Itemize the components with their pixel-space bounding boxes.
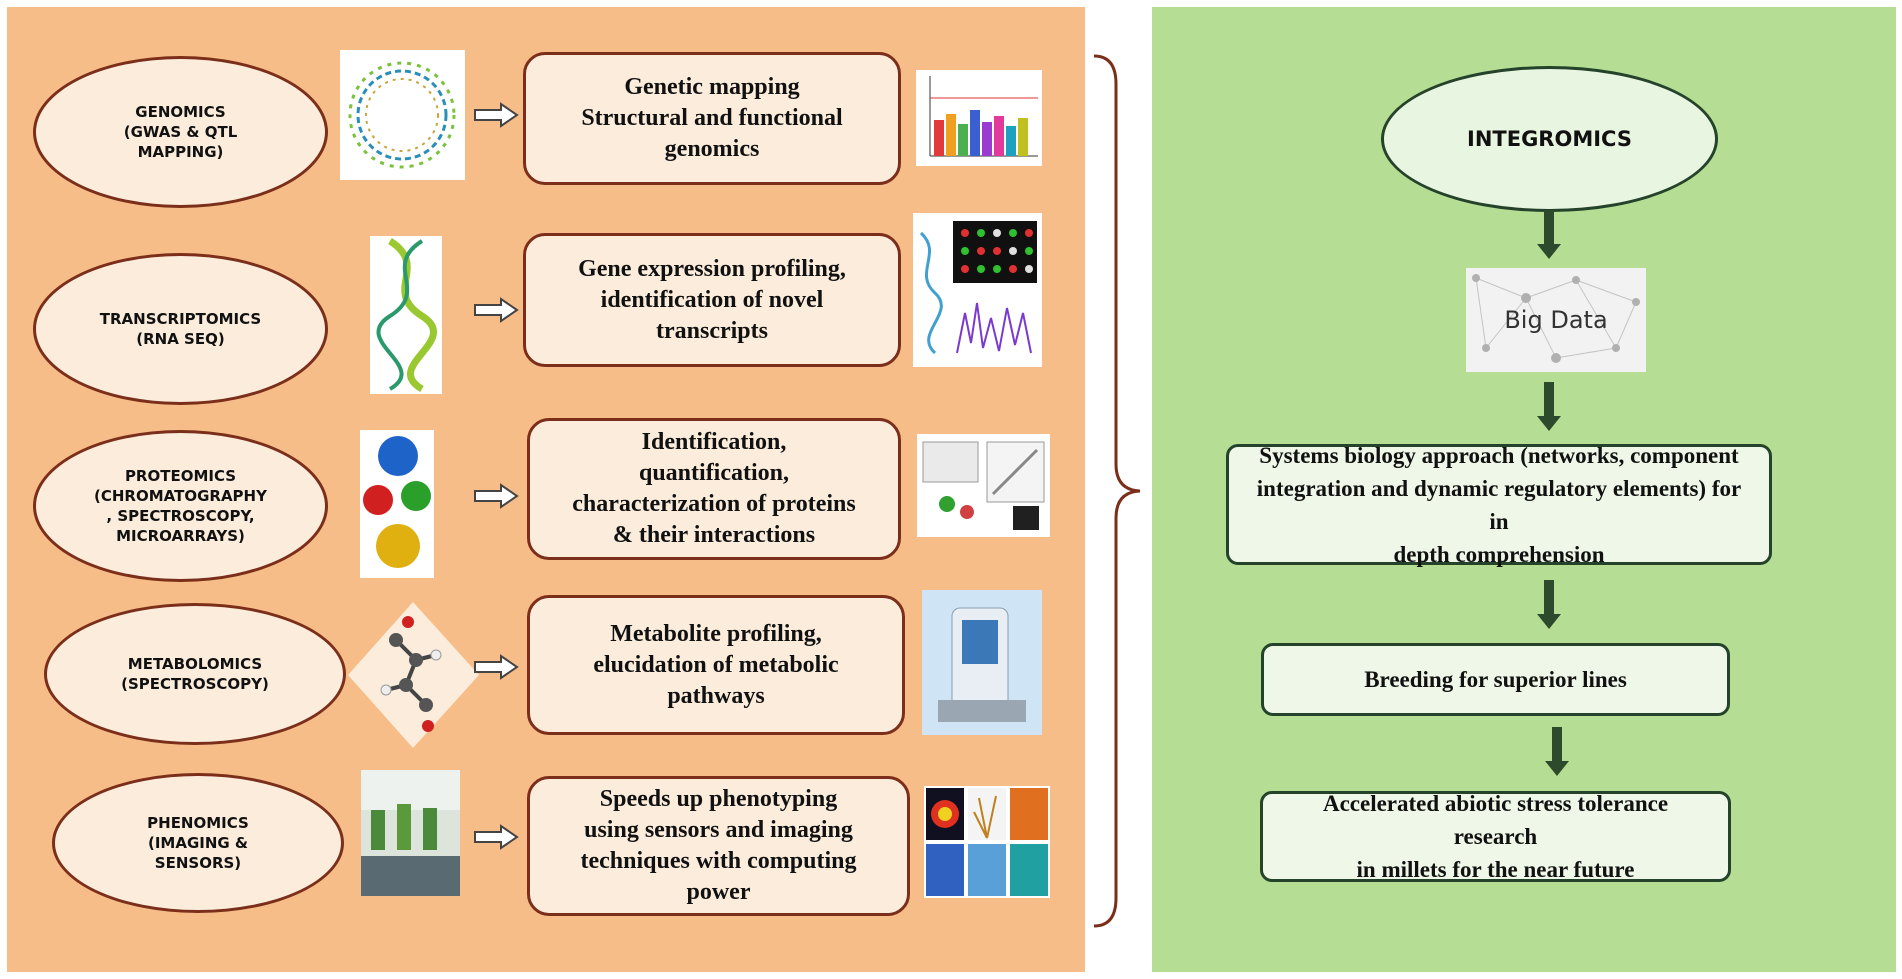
arrow-down-icon <box>1537 580 1561 629</box>
dna-ring-image <box>340 50 465 180</box>
systems-biology-step: Systems biology approach (networks, comp… <box>1226 443 1772 567</box>
protein-spheres-image <box>360 430 434 578</box>
genomics-ellipse: GENOMICS (GWAS & QTL MAPPING) <box>33 56 328 208</box>
dna-helix-image <box>370 236 442 394</box>
arrow-right-icon <box>474 654 519 680</box>
metabolomics-description: Metabolite profiling, elucidation of met… <box>527 595 905 735</box>
greenhouse-image <box>361 770 460 896</box>
molecule-image <box>346 600 481 750</box>
phenotyping-imagery-image <box>924 786 1050 898</box>
metabolomics-ellipse: METABOLOMICS (SPECTROSCOPY) <box>44 603 346 745</box>
arrow-down-icon <box>1545 727 1569 776</box>
transcriptomics-description: Gene expression profiling, identificatio… <box>523 233 901 367</box>
arrow-right-icon <box>474 824 519 850</box>
phenomics-description: Speeds up phenotyping using sensors and … <box>527 776 910 916</box>
big-data-network-image: Big Data <box>1466 268 1646 372</box>
microarray-image <box>913 213 1042 367</box>
spectrometer-image <box>922 590 1042 735</box>
arrow-down-icon <box>1537 210 1561 259</box>
arrow-right-icon <box>474 483 519 509</box>
phenomics-ellipse: PHENOMICS (IMAGING & SENSORS) <box>52 773 344 913</box>
abiotic-stress-step: Accelerated abiotic stress tolerance res… <box>1260 791 1731 882</box>
arrow-right-icon <box>474 297 519 323</box>
arrow-down-icon <box>1537 382 1561 431</box>
protein-microarray-image <box>917 434 1050 537</box>
breeding-step: Breeding for superior lines <box>1261 643 1730 716</box>
proteomics-description: Identification, quantification, characte… <box>527 418 901 560</box>
arrow-right-icon <box>474 102 519 128</box>
curly-brace <box>1093 54 1141 928</box>
transcriptomics-ellipse: TRANSCRIPTOMICS (RNA SEQ) <box>33 253 328 405</box>
proteomics-ellipse: PROTEOMICS (CHROMATOGRAPHY , SPECTROSCOP… <box>33 430 328 582</box>
genomics-description: Genetic mapping Structural and functiona… <box>523 52 901 185</box>
manhattan-plot-image <box>916 70 1042 166</box>
big-data-label: Big Data <box>1504 306 1608 334</box>
integromics-ellipse: INTEGROMICS <box>1381 66 1718 212</box>
